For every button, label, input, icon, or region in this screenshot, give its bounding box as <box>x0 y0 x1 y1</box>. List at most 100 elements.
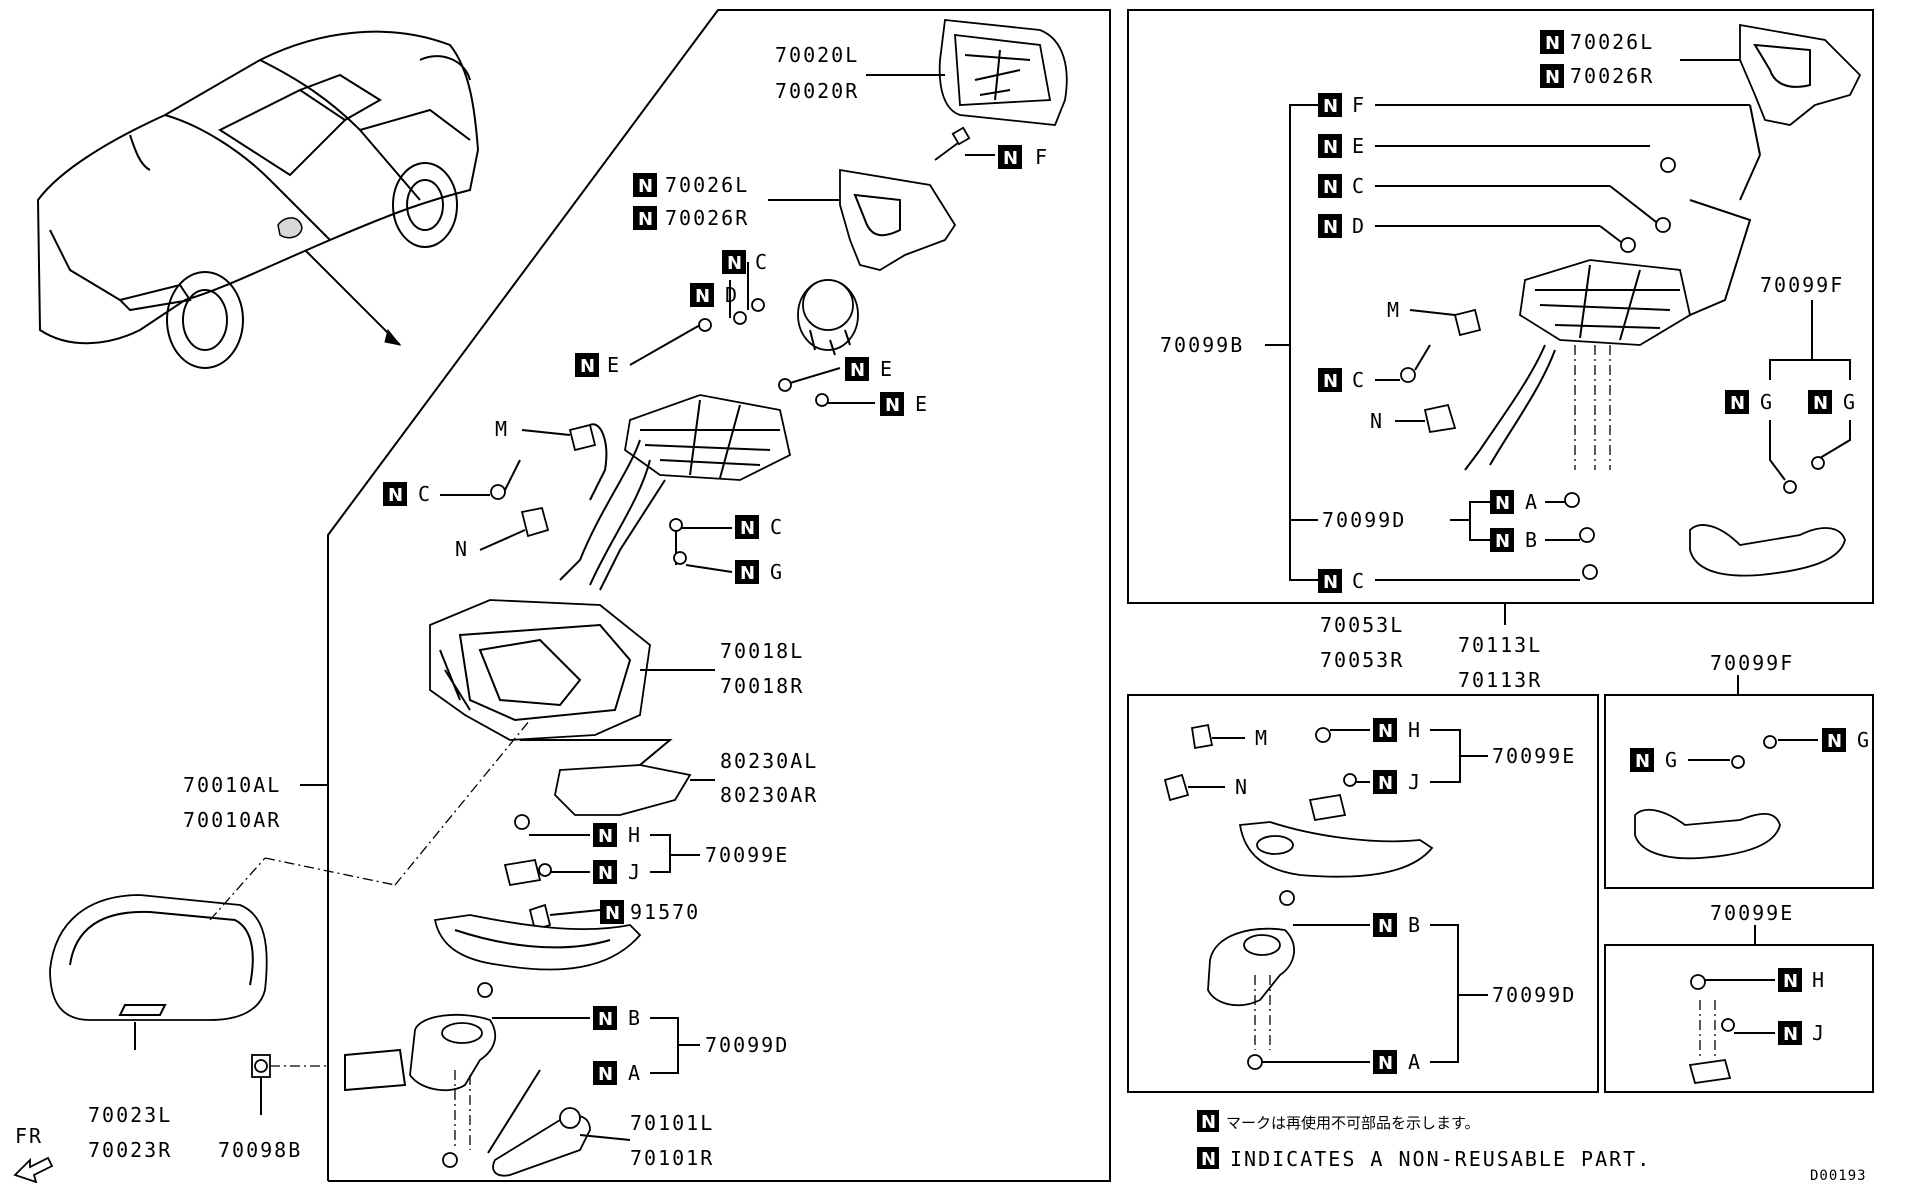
legend-n-mark-en <box>1197 1147 1219 1169</box>
letter-D: D <box>725 283 739 307</box>
n-mark: N <box>1323 572 1338 593</box>
n-mark: N <box>740 563 755 584</box>
letter-A: A <box>628 1061 642 1085</box>
tr-label-70026L: 70026L <box>1570 30 1654 54</box>
bolt-f <box>934 126 971 161</box>
legend-japanese: マークは再使用不可部品を示します。 <box>1226 1114 1480 1132</box>
n-mark: N <box>1201 1112 1216 1133</box>
n-mark: N <box>638 176 653 197</box>
b2-letter-G: G <box>1665 748 1679 772</box>
tr-letter-D: D <box>1352 214 1366 238</box>
label-80230AR: 80230AR <box>720 783 818 807</box>
top-right-panel-frame <box>1127 9 1874 604</box>
n-mark: N <box>1323 137 1338 158</box>
label-70018R: 70018R <box>720 674 804 698</box>
b-letter-H: H <box>1408 718 1422 742</box>
n-mark: N <box>1378 916 1393 937</box>
n-mark: N <box>1545 33 1560 54</box>
part-70020-mirror-glass <box>938 19 1068 126</box>
letter-E: E <box>607 353 621 377</box>
legend-english: INDICATES A NON-REUSABLE PART. <box>1230 1147 1651 1171</box>
n-mark: N <box>727 253 742 274</box>
letter-E: E <box>880 357 894 381</box>
n-mark: N <box>598 1009 613 1030</box>
label-70020L: 70020L <box>775 43 859 67</box>
label-70053L: 70053L <box>1320 613 1404 637</box>
car-illustration <box>36 30 480 369</box>
label-70026R: 70026R <box>665 206 749 230</box>
part-70023-cover <box>49 894 268 1021</box>
part-actuator-tr <box>1464 199 1752 471</box>
b-letter-A: A <box>1408 1050 1422 1074</box>
letter-E: E <box>915 392 929 416</box>
letter-F: F <box>1035 145 1049 169</box>
label-80230AL: 80230AL <box>720 749 818 773</box>
direction-label: FR <box>15 1124 43 1148</box>
n-mark: N <box>1323 217 1338 238</box>
part-70018-housing <box>429 599 651 741</box>
b-letter-B: B <box>1408 913 1422 937</box>
n-mark: N <box>1201 1149 1216 1170</box>
tr-letter-G: G <box>1760 390 1774 414</box>
part-m-clip <box>568 423 608 501</box>
n-mark: N <box>638 209 653 230</box>
tr-letter-C: C <box>1352 174 1366 198</box>
diagram-code: D00193 <box>1810 1168 1867 1184</box>
n-mark: N <box>1378 1053 1393 1074</box>
b-label-70099E-small: 70099E <box>1710 901 1794 925</box>
n-mark: N <box>1813 393 1828 414</box>
n-mark: N <box>1783 1024 1798 1045</box>
label-70099D: 70099D <box>705 1033 789 1057</box>
tr-letter-N: N <box>1370 409 1384 433</box>
n-mark: N <box>1827 731 1842 752</box>
tr-letter-B: B <box>1525 528 1539 552</box>
n-mark: N <box>885 395 900 416</box>
legend-n-mark-jp <box>1197 1110 1219 1132</box>
tr-letter-E: E <box>1352 134 1366 158</box>
letter-B: B <box>628 1006 642 1030</box>
tr-letter-A: A <box>1525 490 1539 514</box>
part-motor <box>797 279 859 356</box>
label-70101R: 70101R <box>630 1146 714 1170</box>
n-mark: N <box>598 863 613 884</box>
n-mark: N <box>605 903 620 924</box>
n-mark: N <box>1378 773 1393 794</box>
label-70020R: 70020R <box>775 79 859 103</box>
main-panel-frame <box>327 9 1111 1182</box>
part-actuator-assembly <box>559 394 792 591</box>
letter-N: N <box>455 537 469 561</box>
n-mark: N <box>1323 96 1338 117</box>
tr-letter-C: C <box>1352 368 1366 392</box>
b3-letter-H: H <box>1812 968 1826 992</box>
n-mark: N <box>1378 721 1393 742</box>
tr-label-70026R: 70026R <box>1570 64 1654 88</box>
part-lower-base-b <box>1238 821 1434 878</box>
tr-letter-M: M <box>1387 298 1401 322</box>
part-lower-base <box>433 914 642 971</box>
label-91570: 91570 <box>630 900 700 924</box>
tr-letter-F: F <box>1352 93 1366 117</box>
n-mark: N <box>1783 971 1798 992</box>
b-letter-M: M <box>1255 726 1269 750</box>
letter-H: H <box>628 823 642 847</box>
tr-letter-C: C <box>1352 569 1366 593</box>
label-70053R: 70053R <box>1320 648 1404 672</box>
letter-J: J <box>628 860 642 884</box>
label-70010AL: 70010AL <box>183 773 281 797</box>
b2-letter-G: G <box>1857 728 1871 752</box>
bottom-panel-70053-frame <box>1127 694 1599 1093</box>
tr-label-70099F: 70099F <box>1760 273 1844 297</box>
part-70101-cap <box>492 1107 591 1177</box>
n-mark: N <box>1635 751 1650 772</box>
b-label-70099D: 70099D <box>1492 983 1576 1007</box>
letter-C: C <box>418 482 432 506</box>
label-70018L: 70018L <box>720 639 804 663</box>
tr-label-70099B: 70099B <box>1160 333 1244 357</box>
label-70098B: 70098B <box>218 1138 302 1162</box>
n-mark: N <box>1323 177 1338 198</box>
b-label-70099F: 70099F <box>1710 651 1794 675</box>
tr-label-70099D: 70099D <box>1322 508 1406 532</box>
tr-letter-G: G <box>1843 390 1857 414</box>
letter-C: C <box>770 515 784 539</box>
